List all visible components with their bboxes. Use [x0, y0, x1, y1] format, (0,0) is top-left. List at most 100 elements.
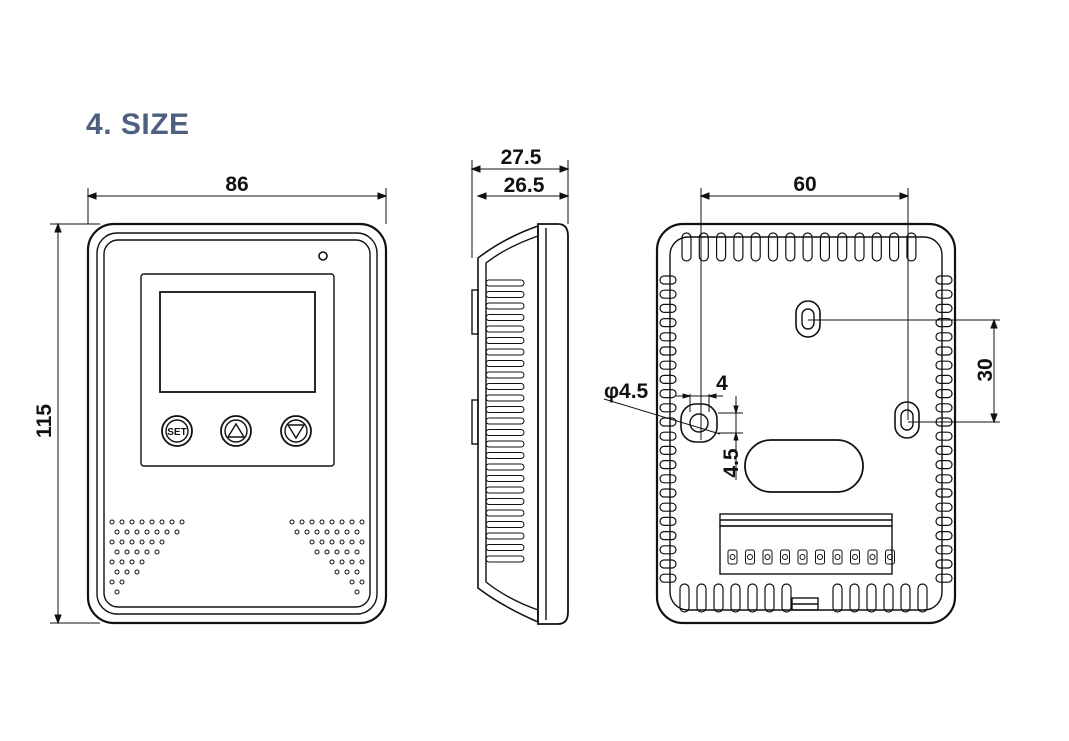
vent-slot-right [935, 445, 953, 455]
grille-hole [144, 549, 150, 555]
section-separator: . [103, 108, 121, 141]
grille-hole [169, 519, 175, 525]
vent-slot-right [935, 488, 953, 498]
vent-fin [485, 509, 525, 517]
inner-depth-label: 26.5 [504, 174, 545, 197]
terminal-screw [867, 549, 878, 565]
vent-slot-left [659, 530, 677, 541]
grille-hole [334, 569, 340, 575]
vent-slot-right [935, 275, 953, 285]
height-label: 115 [33, 404, 56, 438]
terminal-screw-head [799, 554, 806, 560]
terminal-screw [885, 549, 895, 565]
terminal-screw-head [747, 554, 753, 560]
vent-fin [485, 394, 525, 402]
vent-slot-right [935, 403, 953, 413]
vent-slot-right [935, 460, 953, 470]
section-number: 4 [86, 108, 104, 141]
hole-diameter-label: φ4.5 [604, 380, 649, 403]
vent-slot-right [935, 360, 953, 370]
vertical-spacing-dimension [808, 318, 1000, 424]
grille-hole [319, 519, 325, 525]
grille-hole [119, 519, 125, 525]
vent-fin [485, 291, 525, 298]
vent-fin [485, 440, 525, 448]
grille-hole [329, 519, 335, 525]
terminal-screw-head [729, 554, 736, 560]
vent-slot-left [659, 445, 677, 455]
vent-slot-left [659, 346, 677, 356]
indicator-led [318, 251, 328, 261]
grille-hole [294, 529, 300, 535]
terminal-screw [815, 549, 825, 565]
terminal-screw [850, 549, 860, 565]
grille-hole [359, 559, 365, 565]
vent-slot-right [935, 303, 953, 313]
vent-slot-bottom [900, 583, 911, 613]
side-vent-fins [485, 279, 525, 563]
terminal-screw-head [782, 554, 788, 560]
slot-detail-dimensions [603, 393, 743, 480]
grille-hole [289, 519, 295, 525]
grille-hole [309, 539, 315, 545]
grille-hole [144, 529, 150, 535]
terminal-screw [745, 549, 755, 565]
vent-fin [485, 371, 525, 379]
grille-hole [179, 519, 185, 525]
grille-hole [334, 529, 340, 535]
lcd-screen [159, 291, 316, 393]
grille-hole [339, 539, 345, 545]
vent-slot-right [935, 332, 953, 342]
vent-slot-right [935, 289, 953, 299]
vent-slot-left [659, 403, 677, 413]
vent-slot-bottom [917, 583, 928, 613]
grille-hole [149, 519, 155, 525]
vent-slot-left [659, 573, 677, 583]
grille-hole [124, 549, 130, 555]
grille-hole [109, 579, 115, 585]
triangle-down-icon [286, 424, 306, 440]
grille-hole [354, 529, 360, 535]
vent-slot-bottom [832, 583, 843, 613]
grille-hole [134, 569, 140, 575]
speaker-grille-left [109, 519, 185, 595]
vent-slot-left [659, 275, 677, 285]
grille-hole [139, 559, 145, 565]
side-view: 27.5 26.5 [470, 146, 570, 625]
vent-slot-right [935, 431, 953, 441]
inner-depth-dimension [476, 192, 570, 200]
vent-slot-right [935, 559, 953, 569]
terminal-screw [762, 549, 773, 565]
grille-hole [154, 529, 160, 535]
vent-fin [485, 325, 525, 333]
grille-hole [339, 519, 345, 525]
vent-fin [485, 314, 525, 321]
terminal-screw-head [869, 554, 876, 560]
grille-hole [114, 549, 120, 555]
cable-opening [744, 439, 864, 493]
section-title: SIZE [120, 108, 190, 141]
grille-hole [344, 569, 350, 575]
grille-hole [349, 539, 355, 545]
vent-slot-left [659, 516, 677, 527]
vent-fin [485, 463, 525, 471]
vent-slot-left [659, 417, 677, 427]
vent-fin [485, 532, 525, 540]
grille-hole [324, 529, 330, 535]
vent-slot-left [659, 431, 677, 441]
vent-slot-top [819, 232, 831, 262]
set-button-label: SET [167, 427, 186, 438]
grille-hole [304, 529, 310, 535]
vent-fin [485, 544, 525, 551]
terminal-screw-head [852, 554, 858, 560]
vent-fin [485, 486, 525, 494]
vent-slot-right [935, 502, 953, 512]
grille-hole [124, 569, 130, 575]
grille-hole [159, 519, 165, 525]
grille-hole [109, 559, 115, 565]
grille-hole [334, 549, 340, 555]
terminal-screw-head [834, 554, 841, 560]
grille-hole [119, 539, 125, 545]
grille-hole [329, 559, 335, 565]
vent-slot-left [659, 389, 677, 399]
